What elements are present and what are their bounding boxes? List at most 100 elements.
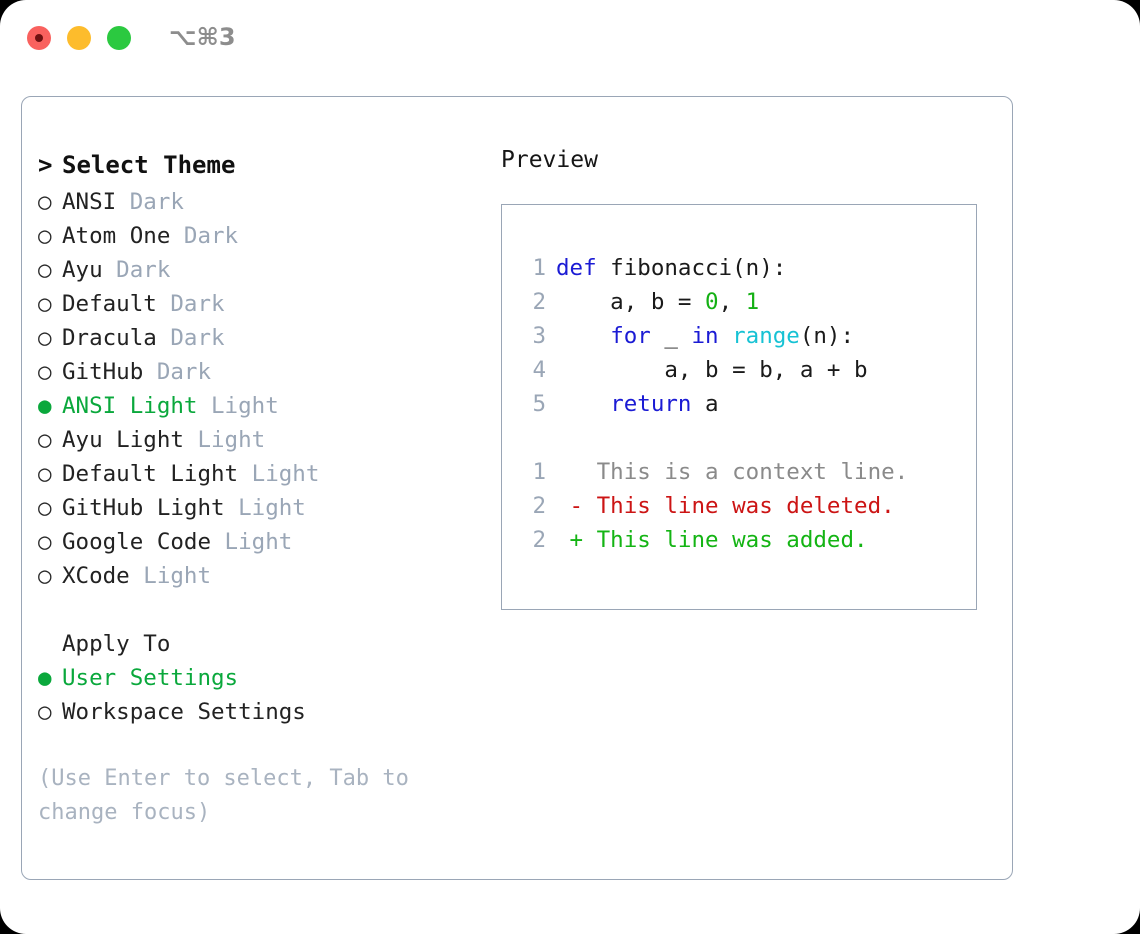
code-token: _ xyxy=(650,323,692,349)
theme-name: GitHub xyxy=(62,359,144,385)
theme-variant: Dark xyxy=(156,291,225,317)
prompt-caret-icon: > xyxy=(38,151,53,179)
diff-marker xyxy=(556,459,583,485)
code-token: 1 xyxy=(745,289,760,315)
theme-variant: Light xyxy=(224,495,306,521)
maximize-button[interactable] xyxy=(107,26,131,50)
theme-list-item[interactable]: ○ANSI Dark xyxy=(38,185,478,219)
code-token: fibonacci(n): xyxy=(596,255,787,281)
theme-name: GitHub Light xyxy=(62,495,225,521)
code-token: (n): xyxy=(799,323,855,349)
theme-list-item[interactable]: ○Atom One Dark xyxy=(38,219,478,253)
code-token: for xyxy=(610,323,651,349)
theme-name: XCode xyxy=(62,563,130,589)
main-panel: >Select Theme ○ANSI Dark○Atom One Dark○A… xyxy=(21,96,1013,880)
radio-unselected-icon[interactable]: ○ xyxy=(38,461,52,487)
apply-to-list[interactable]: ●User Settings ○ Workspace Settings xyxy=(38,661,478,729)
radio-unselected-icon[interactable]: ○ xyxy=(38,223,52,249)
theme-list-item[interactable]: ○ XCode Light xyxy=(38,559,478,593)
recording-indicator-icon xyxy=(35,34,43,42)
theme-variant: Light xyxy=(129,563,212,589)
theme-picker-header: > Select Theme xyxy=(38,145,478,185)
code-token: a xyxy=(691,391,719,417)
theme-list-item[interactable]: ○ Default Dark xyxy=(38,287,478,321)
code-token: a, b = xyxy=(556,289,706,315)
theme-list-item[interactable]: ○ Ayu Dark xyxy=(38,253,478,287)
line-number: 3 xyxy=(532,323,546,349)
code-token: range xyxy=(732,323,800,349)
line-number: 2 xyxy=(532,289,546,315)
radio-unselected-icon[interactable]: ○ xyxy=(38,257,52,283)
theme-variant: Dark xyxy=(116,189,184,215)
code-line: 5 return a xyxy=(520,387,970,421)
radio-unselected-icon[interactable]: ○ xyxy=(38,699,52,725)
line-number: 2 xyxy=(532,527,546,553)
theme-list-item[interactable]: ○ Google Code Light xyxy=(38,525,478,559)
theme-name: Default Light xyxy=(62,461,239,487)
page-title: Select Theme xyxy=(62,151,236,179)
radio-unselected-icon[interactable]: ○ xyxy=(38,189,52,215)
theme-variant: Light xyxy=(197,393,279,419)
title-bar: ⌥⌘3 xyxy=(0,0,1140,78)
theme-variant: Dark xyxy=(156,325,225,351)
line-number: 5 xyxy=(532,391,546,417)
diff-text: This is a context line. xyxy=(583,459,909,485)
apply-to-option-label: Workspace Settings xyxy=(62,699,306,725)
apply-to-label: ○Apply To xyxy=(38,627,478,661)
radio-unselected-icon[interactable]: ○ xyxy=(38,325,52,351)
theme-list-item[interactable]: ○ Default Light Light xyxy=(38,457,478,491)
theme-list[interactable]: ○ANSI Dark○Atom One Dark○Ayu Dark○Defaul… xyxy=(38,185,478,593)
theme-list-item[interactable]: ● ANSI Light Light xyxy=(38,389,478,423)
radio-unselected-icon[interactable]: ○ xyxy=(38,359,52,385)
code-token: def xyxy=(556,255,597,281)
spacer-row xyxy=(38,593,478,627)
code-line: 2 a, b = 0, 1 xyxy=(520,285,970,319)
diff-line: 1 This is a context line. xyxy=(520,455,970,489)
theme-variant: Dark xyxy=(102,257,171,283)
theme-variant: Dark xyxy=(143,359,212,385)
radio-unselected-icon[interactable]: ○ xyxy=(38,495,52,521)
theme-name: Ayu xyxy=(62,257,103,283)
theme-variant: Dark xyxy=(170,223,239,249)
radio-selected-icon[interactable]: ● xyxy=(38,393,52,419)
code-preview: 1 def fibonacci(n): 2 a, b = 0, 1 3 for _ i… xyxy=(520,251,970,557)
preview-title: Preview xyxy=(501,147,598,173)
code-line: 1 def fibonacci(n): xyxy=(520,251,970,285)
code-token: a, b = b, a + b xyxy=(556,357,868,383)
minimize-button[interactable] xyxy=(67,26,91,50)
theme-name: Default xyxy=(62,291,157,317)
code-token xyxy=(719,323,733,349)
line-number: 1 xyxy=(532,459,546,485)
radio-selected-icon[interactable]: ● xyxy=(38,665,52,691)
theme-variant: Light xyxy=(238,461,320,487)
diff-text: This line was added. xyxy=(583,527,868,553)
theme-name: ANSI Light xyxy=(62,393,198,419)
diff-line: 2 - This line was deleted. xyxy=(520,489,970,523)
radio-unselected-icon[interactable]: ○ xyxy=(38,291,52,317)
code-token: , xyxy=(718,289,746,315)
apply-to-option[interactable]: ●User Settings xyxy=(38,661,478,695)
radio-unselected-icon[interactable]: ○ xyxy=(38,529,52,555)
keyboard-hint: (Use Enter to select, Tab to change focu… xyxy=(38,766,409,825)
line-number: 1 xyxy=(532,255,546,281)
code-token: in xyxy=(691,323,719,349)
diff-marker: - xyxy=(556,493,584,519)
theme-list-item[interactable]: ○Ayu Light Light xyxy=(38,423,478,457)
line-number: 2 xyxy=(532,493,546,519)
keyboard-shortcut-label: ⌥⌘3 xyxy=(169,23,236,51)
theme-name: Google Code xyxy=(62,529,212,555)
theme-name: Ayu Light xyxy=(62,427,184,453)
diff-line: 2 + This line was added. xyxy=(520,523,970,557)
code-token xyxy=(556,391,610,417)
radio-unselected-icon[interactable]: ○ xyxy=(38,427,52,453)
theme-list-item[interactable]: ○ GitHub Light Light xyxy=(38,491,478,525)
code-diff-separator xyxy=(520,421,970,455)
theme-variant: Light xyxy=(211,529,293,555)
diff-marker: + xyxy=(556,527,584,553)
apply-to-option[interactable]: ○ Workspace Settings xyxy=(38,695,478,729)
preview-column: Preview 1 def fibonacci(n): 2 a, b = 0, 1 3… xyxy=(501,145,1001,610)
theme-list-item[interactable]: ○ GitHub Dark xyxy=(38,355,478,389)
radio-unselected-icon[interactable]: ○ xyxy=(38,563,52,589)
code-token: 0 xyxy=(705,289,719,315)
theme-list-item[interactable]: ○Dracula Dark xyxy=(38,321,478,355)
